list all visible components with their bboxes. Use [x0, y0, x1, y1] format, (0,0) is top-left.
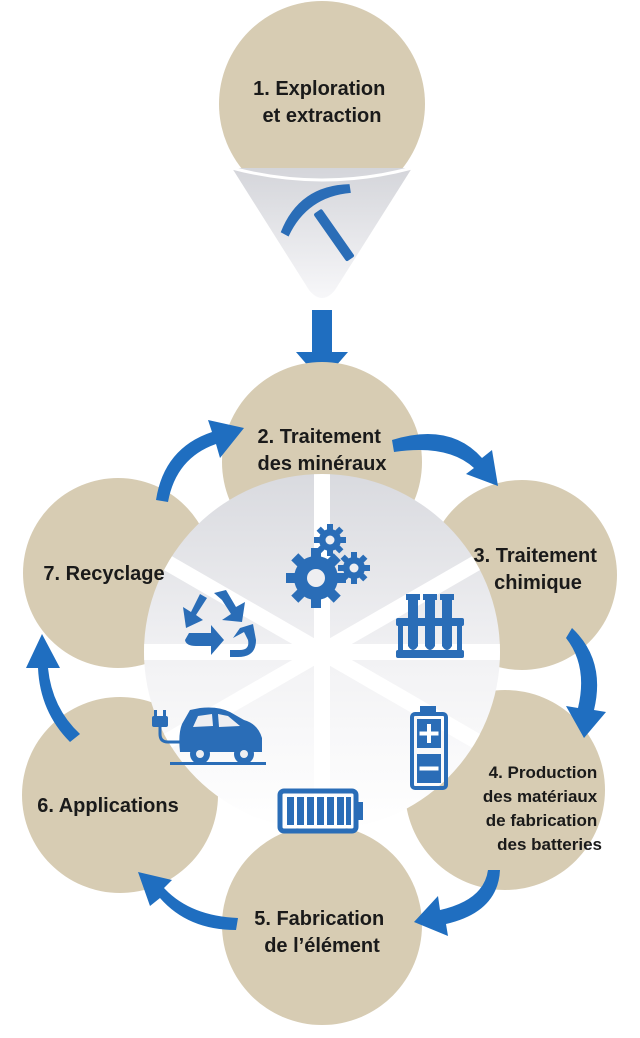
- step-1-pin-tip: [232, 168, 412, 298]
- battery-cell-icon: [410, 706, 448, 790]
- arrow-4-to-5: [414, 870, 500, 936]
- recycle-icon: [183, 590, 256, 657]
- test-tubes-icon: [396, 594, 464, 658]
- arrow-6-to-7: [26, 634, 80, 742]
- arrow-2-to-3: [392, 434, 498, 486]
- arrow-3-to-4: [566, 628, 606, 738]
- arrow-7-to-2: [156, 420, 244, 502]
- electric-car-icon: [152, 707, 266, 765]
- step-1-pin: [219, 1, 425, 298]
- step-6-circle: [22, 697, 218, 893]
- gears-icon: [286, 524, 370, 608]
- step-1-circle: [219, 1, 425, 207]
- step-6-label: 6. Applications: [37, 795, 179, 817]
- step-3-label: 3. Traitement chimique: [474, 545, 603, 594]
- cycle-arrows: [26, 420, 606, 936]
- step-7-label: 7. Recyclage: [43, 563, 164, 585]
- arrow-5-to-6: [138, 872, 238, 930]
- step-5-label: 5. Fabrication de l’élément: [254, 908, 390, 957]
- battery-pack-icon: [277, 788, 363, 834]
- step-4-label: 4. Production des matériaux de fabricati…: [483, 763, 602, 854]
- pickaxe-icon: [280, 184, 354, 262]
- step-5-circle: [222, 825, 422, 1025]
- step-2-label: 2. Traitement des minéraux: [258, 426, 387, 475]
- step-1-label: 1. Exploration et extraction: [253, 78, 391, 127]
